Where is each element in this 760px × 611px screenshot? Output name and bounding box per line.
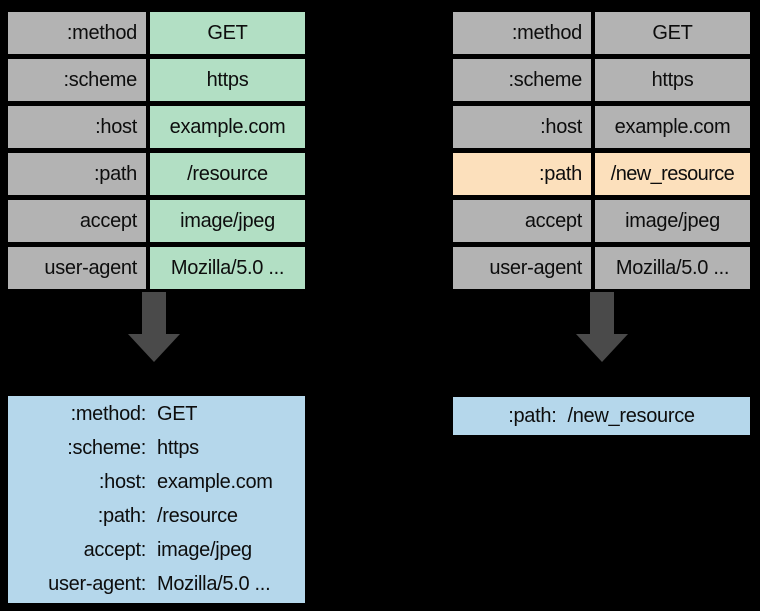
encoded-header-name: :path: xyxy=(97,505,147,527)
encoded-header-line: :method: GET xyxy=(14,398,299,432)
header-name-cell: :path xyxy=(8,153,146,195)
table-row: accept image/jpeg xyxy=(453,200,750,242)
header-name-cell: :path xyxy=(453,153,591,195)
table-row: :host example.com xyxy=(453,106,750,148)
table-row: user-agent Mozilla/5.0 ... xyxy=(8,247,305,289)
header-name-cell: user-agent xyxy=(8,247,146,289)
encoded-header-name: user-agent: xyxy=(48,573,146,595)
table-row: :host example.com xyxy=(8,106,305,148)
header-value-cell: /resource xyxy=(150,153,305,195)
header-value-cell: /new_resource xyxy=(595,153,750,195)
down-arrow-icon xyxy=(128,292,180,362)
table-row-highlighted: :path /new_resource xyxy=(453,153,750,195)
header-value-cell: image/jpeg xyxy=(150,200,305,242)
encoded-header-value: https xyxy=(157,437,199,459)
encoded-header-name: accept: xyxy=(83,539,147,561)
header-name-cell: :host xyxy=(453,106,591,148)
table-row: :path /resource xyxy=(8,153,305,195)
header-name-cell: :scheme xyxy=(453,59,591,101)
table-row: accept image/jpeg xyxy=(8,200,305,242)
encoded-header-line: :scheme: https xyxy=(14,432,299,466)
encoded-header-value: /resource xyxy=(157,505,238,527)
header-value-cell: https xyxy=(150,59,305,101)
request1-header-table: :method GET :scheme https :host example.… xyxy=(8,12,305,294)
table-row: :method GET xyxy=(8,12,305,54)
encoded-header-value: example.com xyxy=(157,471,273,493)
encoded-header-value: image/jpeg xyxy=(157,539,252,561)
encoded-header-line: :host: example.com xyxy=(14,466,299,500)
table-row: :method GET xyxy=(453,12,750,54)
request1-encoded-headers-box: :method: GET :scheme: https :host: examp… xyxy=(8,396,305,603)
header-value-cell: example.com xyxy=(150,106,305,148)
table-row: user-agent Mozilla/5.0 ... xyxy=(453,247,750,289)
request2-encoded-headers-box: :path: /new_resource xyxy=(453,397,750,435)
encoded-header-name: :path: xyxy=(508,404,557,427)
encoded-header-name: :method: xyxy=(70,403,147,425)
header-value-cell: Mozilla/5.0 ... xyxy=(595,247,750,289)
table-row: :scheme https xyxy=(8,59,305,101)
encoded-header-line: accept: image/jpeg xyxy=(14,534,299,568)
header-name-cell: :method xyxy=(453,12,591,54)
header-name-cell: :scheme xyxy=(8,59,146,101)
header-value-cell: https xyxy=(595,59,750,101)
header-name-cell: :method xyxy=(8,12,146,54)
down-arrow-icon xyxy=(576,292,628,362)
header-name-cell: user-agent xyxy=(453,247,591,289)
request2-header-table: :method GET :scheme https :host example.… xyxy=(453,12,750,294)
table-row: :scheme https xyxy=(453,59,750,101)
encoded-header-line: :path: /resource xyxy=(14,500,299,534)
encoded-header-name: :scheme: xyxy=(67,437,146,459)
header-value-cell: example.com xyxy=(595,106,750,148)
header-name-cell: :host xyxy=(8,106,146,148)
header-value-cell: GET xyxy=(595,12,750,54)
encoded-header-name: :host: xyxy=(98,471,146,493)
header-name-cell: accept xyxy=(453,200,591,242)
header-value-cell: GET xyxy=(150,12,305,54)
encoded-header-value: Mozilla/5.0 ... xyxy=(157,573,271,595)
header-value-cell: image/jpeg xyxy=(595,200,750,242)
encoded-header-value: /new_resource xyxy=(567,404,695,427)
encoded-header-value: GET xyxy=(157,403,198,425)
header-value-cell: Mozilla/5.0 ... xyxy=(150,247,305,289)
encoded-header-line: user-agent: Mozilla/5.0 ... xyxy=(14,568,299,602)
header-name-cell: accept xyxy=(8,200,146,242)
